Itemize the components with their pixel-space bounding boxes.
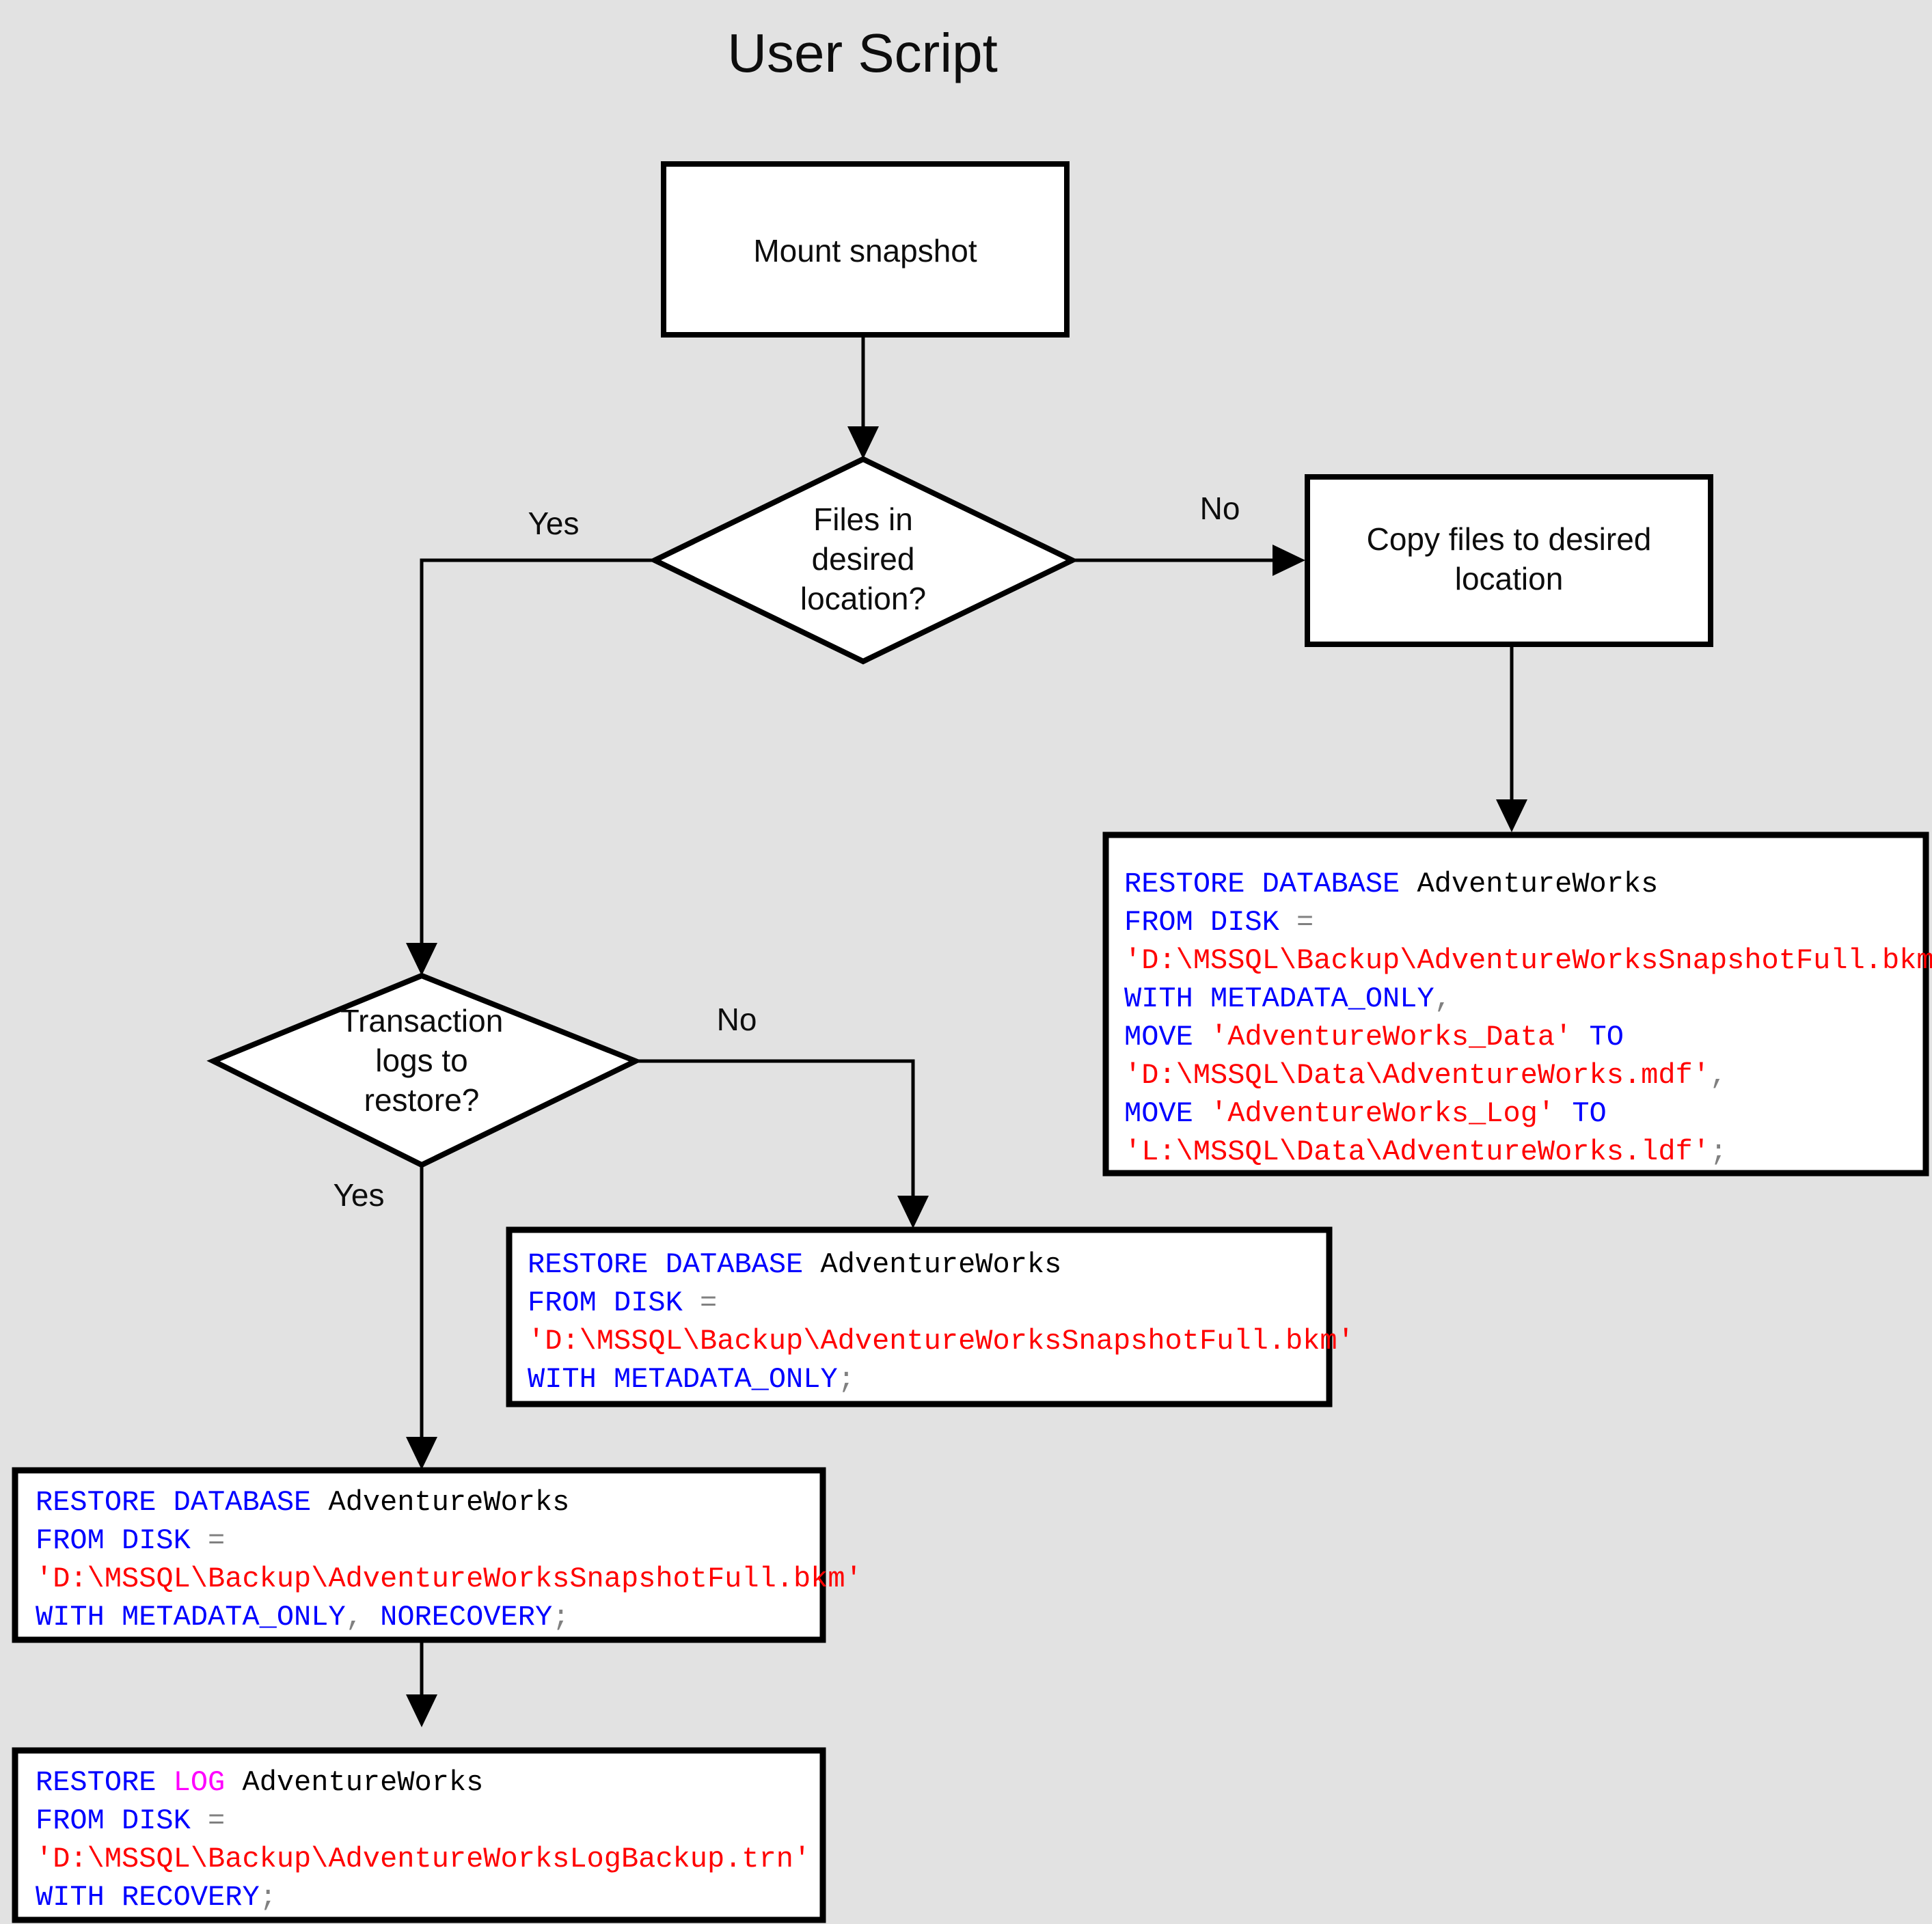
edge-logs-decision-no — [636, 1059, 929, 1228]
code-line: 'D:\MSSQL\Backup\AdventureWorksSnapshotF… — [1124, 944, 1932, 977]
node-files-in-desired-location[interactable]: Files in desired location? — [648, 456, 1079, 665]
node-mount-snapshot[interactable]: Mount snapshot — [661, 161, 1070, 338]
arrow-head-icon — [1273, 545, 1305, 576]
code-line: MOVE 'AdventureWorks_Log' TO — [1124, 1097, 1607, 1130]
edge-label-files-yes: Yes — [528, 506, 579, 541]
arrow-head-icon — [406, 1694, 437, 1727]
code-line: 'D:\MSSQL\Backup\AdventureWorksLogBackup… — [36, 1843, 811, 1875]
code-line: RESTORE DATABASE AdventureWorks — [528, 1248, 1061, 1281]
node-files-decision-line3: location? — [800, 581, 926, 616]
code-line: MOVE 'AdventureWorks_Data' TO — [1124, 1021, 1624, 1054]
code-line: 'D:\MSSQL\Backup\AdventureWorksSnapshotF… — [528, 1325, 1355, 1358]
code-line: 'L:\MSSQL\Data\AdventureWorks.ldf'; — [1124, 1136, 1727, 1168]
node-files-decision-line2: desired — [812, 541, 915, 577]
code-line: WITH METADATA_ONLY, — [1124, 982, 1452, 1015]
arrow-head-icon — [1496, 799, 1527, 832]
node-copy-files-line1: Copy files to desired — [1367, 521, 1652, 557]
code-line: RESTORE DATABASE AdventureWorks — [36, 1486, 569, 1519]
code-line: RESTORE DATABASE AdventureWorks — [1124, 868, 1658, 901]
edge-copy-to-restore-move — [1496, 644, 1527, 832]
code-line: FROM DISK = — [36, 1524, 225, 1557]
arrow-head-icon — [406, 1437, 437, 1470]
node-logs-decision-line1: Transaction — [340, 1003, 504, 1039]
edge-label-logs-no: No — [717, 1002, 757, 1037]
code-line: FROM DISK = — [36, 1804, 225, 1837]
edge-logs-decision-yes — [406, 1165, 437, 1470]
edge-label-logs-yes: Yes — [333, 1177, 384, 1213]
edge-files-decision-yes — [406, 558, 655, 976]
code-line: WITH METADATA_ONLY; — [528, 1363, 855, 1396]
arrow-head-icon — [406, 943, 437, 976]
node-copy-files-line2: location — [1455, 561, 1564, 596]
node-copy-files-to-desired-location[interactable]: Copy files to desired location — [1305, 474, 1713, 647]
code-line: RESTORE LOG AdventureWorks — [36, 1766, 483, 1799]
node-transaction-logs-to-restore[interactable]: Transaction logs to restore? — [206, 972, 642, 1168]
code-line: 'D:\MSSQL\Backup\AdventureWorksSnapshotF… — [36, 1563, 862, 1595]
code-line: 'D:\MSSQL\Data\AdventureWorks.mdf', — [1124, 1059, 1727, 1092]
edge-label-files-no: No — [1200, 491, 1240, 526]
node-files-decision-line1: Files in — [813, 501, 913, 537]
arrow-head-icon — [847, 426, 879, 459]
node-logs-decision-line2: logs to — [375, 1043, 468, 1078]
edge-mount-to-files-decision — [847, 335, 879, 459]
code-line: FROM DISK = — [1124, 906, 1314, 939]
code-line: WITH METADATA_ONLY, NORECOVERY; — [36, 1601, 569, 1634]
arrow-head-icon — [897, 1196, 929, 1228]
code-line: FROM DISK = — [528, 1287, 717, 1319]
page-title: User Script — [727, 23, 998, 83]
edge-files-decision-no — [1072, 545, 1305, 576]
edge-norecovery-to-restore-log — [406, 1640, 437, 1727]
node-logs-decision-line3: restore? — [364, 1082, 480, 1118]
code-line: WITH RECOVERY; — [36, 1881, 277, 1914]
node-mount-snapshot-label: Mount snapshot — [753, 233, 977, 269]
